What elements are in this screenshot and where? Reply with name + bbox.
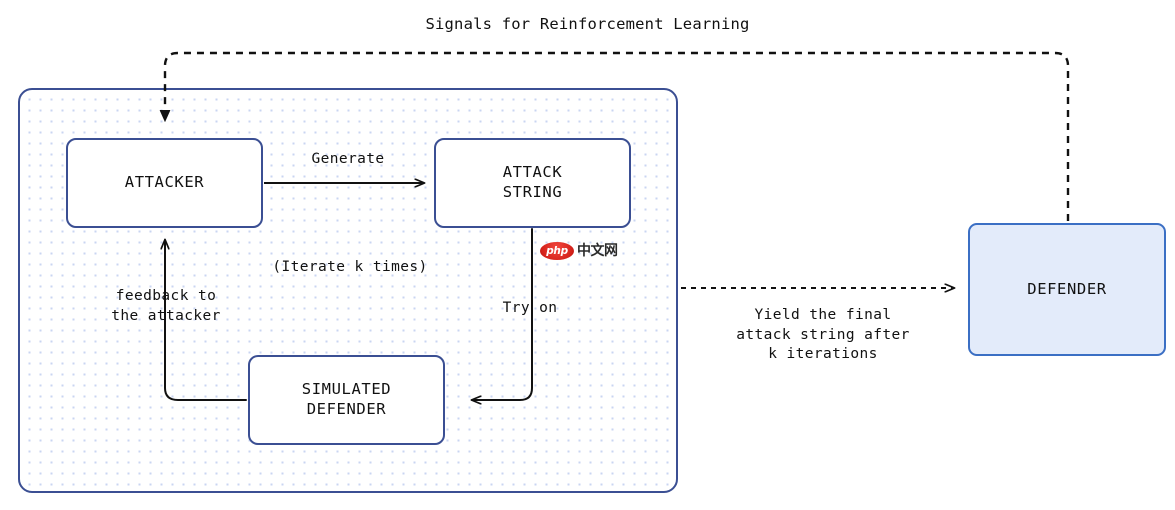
edge-label-iterate: (Iterate k times) (272, 259, 428, 275)
edge-label-feedback: feedback to the attacker (111, 288, 221, 324)
diagram-title: Signals for Reinforcement Learning (425, 15, 750, 33)
node-attack-string[interactable]: ATTACK STRING (434, 138, 631, 228)
php-badge-icon: php (540, 242, 574, 260)
php-watermark-text: 中文网 (577, 243, 618, 259)
edge-label-yield: Yield the final attack string after k it… (736, 307, 910, 363)
edge-label-generate: Generate (311, 151, 385, 167)
node-defender[interactable]: DEFENDER (968, 223, 1166, 356)
php-watermark: php 中文网 (540, 241, 618, 261)
node-attacker[interactable]: ATTACKER (66, 138, 263, 228)
node-simulated-defender[interactable]: SIMULATED DEFENDER (248, 355, 445, 445)
edge-label-try-on: Try on (502, 300, 558, 316)
